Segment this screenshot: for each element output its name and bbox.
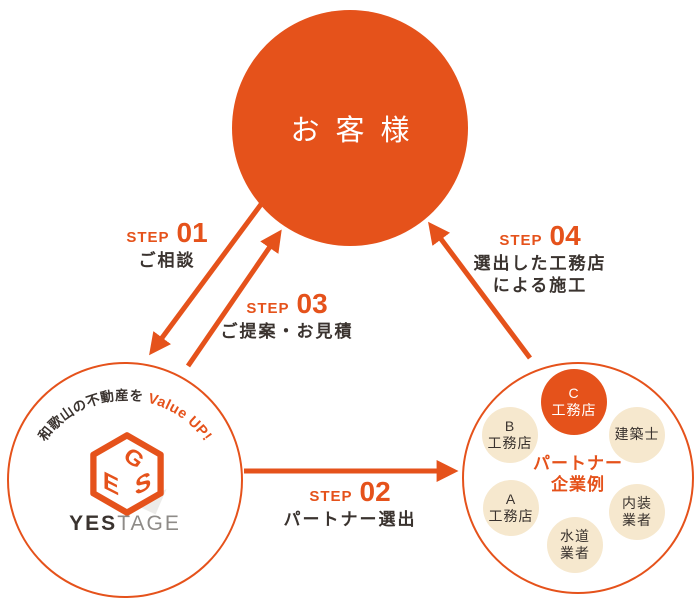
step-02-text: パートナー選出 bbox=[283, 510, 417, 529]
partner-item-label: C bbox=[568, 384, 580, 401]
brand-yes: YES bbox=[69, 512, 118, 535]
partner-item-label: 工務店 bbox=[488, 508, 534, 524]
partner-item-label: 業者 bbox=[560, 545, 590, 561]
step-04-text-line1: 選出した工務店 bbox=[473, 254, 607, 273]
partners-title: パートナー 企業例 bbox=[464, 453, 692, 496]
partner-item-label: A bbox=[505, 490, 517, 507]
logo-letter-e: E bbox=[103, 467, 119, 502]
step-word: STEP bbox=[246, 300, 290, 317]
partner-item-b-koumuten: B 工務店 bbox=[482, 407, 538, 463]
partner-item-label: 内装 bbox=[622, 494, 652, 511]
step-03-text: ご提案・お見積 bbox=[220, 322, 354, 341]
partners-title-line1: パートナー bbox=[533, 454, 623, 473]
step-04-label: STEP 04 選出した工務店 による施工 bbox=[474, 222, 607, 297]
yestage-tagline-arc: 和歌山の不動産を Value UP! bbox=[37, 387, 213, 445]
step-03-head: STEP 03 bbox=[221, 290, 354, 318]
customer-label: お客様 bbox=[290, 115, 426, 147]
step-word: STEP bbox=[126, 229, 170, 246]
customer-circle: お客様 bbox=[232, 10, 468, 246]
step-02-label: STEP 02 パートナー選出 bbox=[284, 478, 417, 531]
arrow-step-03 bbox=[185, 229, 282, 368]
partner-item-plumbing: 水道 業者 bbox=[547, 517, 603, 573]
step-word: STEP bbox=[499, 232, 543, 249]
logo-letter-s: S bbox=[135, 467, 151, 502]
arrow-step-04 bbox=[428, 221, 533, 360]
partners-title-line2: 企業例 bbox=[551, 475, 605, 495]
step-number: 02 bbox=[359, 476, 391, 507]
partner-item-label: 工務店 bbox=[487, 435, 533, 451]
partner-item-label: 業者 bbox=[622, 512, 652, 528]
arrow-step-01 bbox=[149, 201, 265, 356]
partner-item-a-koumuten: A 工務店 bbox=[483, 480, 539, 536]
step-number: 03 bbox=[296, 288, 328, 319]
step-01-text: ご相談 bbox=[138, 251, 196, 270]
step-number: 01 bbox=[176, 217, 208, 248]
yestage-brand: YESTAGE bbox=[9, 512, 241, 536]
step-02-head: STEP 02 bbox=[284, 478, 417, 506]
yestage-logo-cube: G E S bbox=[90, 432, 167, 516]
partner-item-label: B bbox=[504, 417, 516, 434]
step-04-text-line2: による施工 bbox=[492, 276, 588, 296]
step-01-label: STEP 01 ご相談 bbox=[126, 219, 207, 272]
brand-tage: TAGE bbox=[117, 512, 181, 535]
step-word: STEP bbox=[309, 488, 353, 505]
step-01-head: STEP 01 bbox=[126, 219, 207, 247]
partner-item-label: 水道 bbox=[560, 527, 590, 544]
partner-item-c-koumuten: C 工務店 bbox=[541, 369, 607, 435]
step-04-head: STEP 04 bbox=[474, 222, 607, 250]
partner-item-architect: 建築士 bbox=[609, 407, 665, 463]
yestage-circle: 和歌山の不動産を Value UP! G E S YESTAGE bbox=[7, 362, 243, 598]
partner-item-label: 建築士 bbox=[614, 426, 660, 443]
partner-circle: C 工務店 B 工務店 建築士 A 工務店 内装 業者 水道 業者 パートナー … bbox=[462, 362, 694, 594]
partner-item-interior: 内装 業者 bbox=[609, 484, 665, 540]
step-03-label: STEP 03 ご提案・お見積 bbox=[221, 290, 354, 343]
step-number: 04 bbox=[549, 220, 581, 251]
partner-item-label: 工務店 bbox=[551, 402, 597, 418]
